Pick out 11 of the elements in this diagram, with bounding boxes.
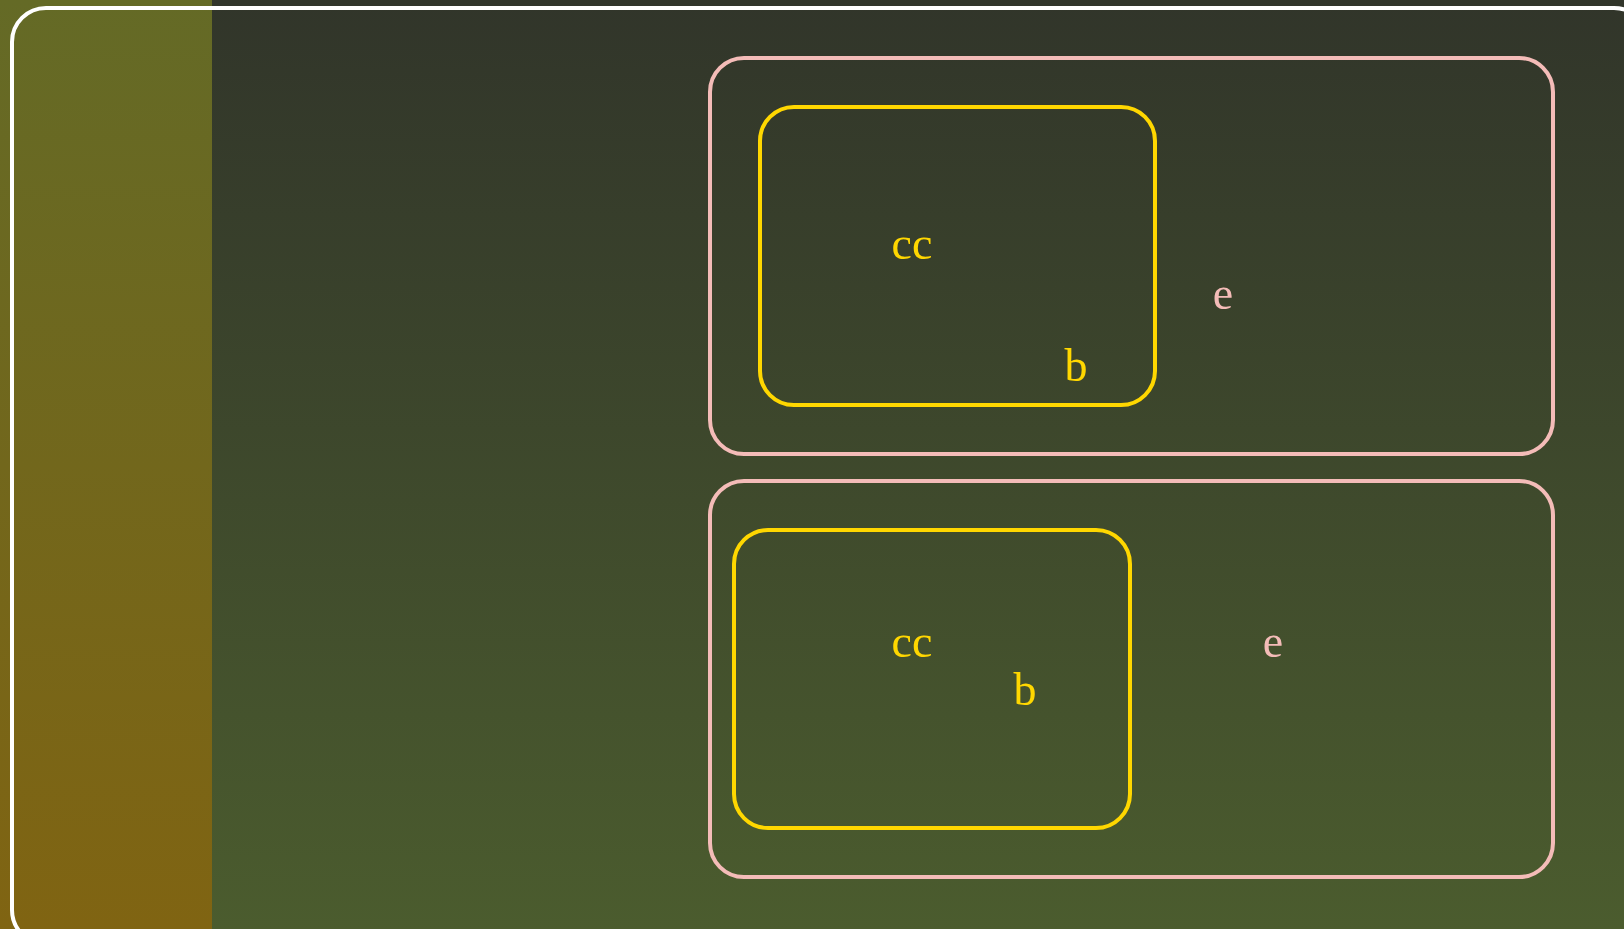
frame-box — [10, 6, 1624, 929]
group-box — [708, 479, 1555, 879]
node-label: cc — [891, 619, 933, 665]
node-label: cc — [891, 221, 933, 267]
node-label: e — [1212, 271, 1234, 317]
node-label: e — [1262, 619, 1284, 665]
node-label: b — [1013, 667, 1037, 713]
group-box — [758, 105, 1157, 407]
group-box — [732, 528, 1132, 830]
group-box — [708, 56, 1555, 456]
node-label: b — [1064, 343, 1088, 389]
